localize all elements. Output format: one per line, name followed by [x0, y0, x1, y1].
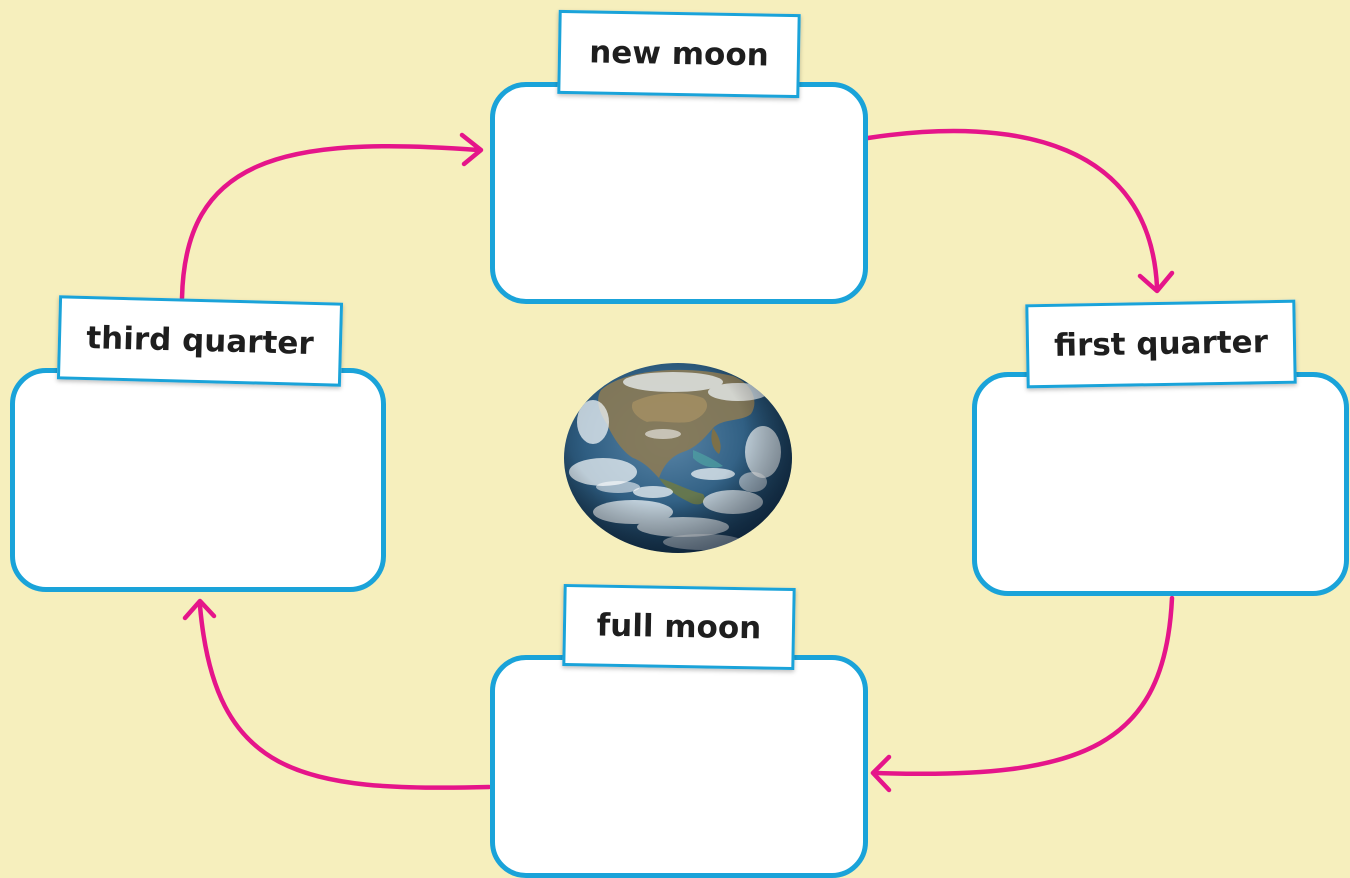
third-quarter-label: third quarter — [56, 295, 344, 387]
first-quarter-box — [972, 372, 1349, 596]
arrow-first-quarter-to-full — [874, 595, 1175, 777]
arrow-head-third-quarter — [182, 598, 217, 621]
earth-globe-image — [564, 363, 792, 553]
arrow-head-full-moon — [870, 754, 892, 793]
full-moon-label: full moon — [562, 583, 796, 671]
third-quarter-box — [10, 368, 386, 592]
arrow-head-new-moon — [459, 132, 484, 167]
arrow-full-to-third-quarter — [197, 603, 492, 790]
arrow-head-first-quarter — [1137, 270, 1175, 294]
full-moon-box — [490, 655, 868, 878]
new-moon-label: new moon — [557, 9, 801, 99]
first-quarter-label: first quarter — [1025, 299, 1297, 389]
new-moon-box — [490, 82, 868, 304]
arrow-third-quarter-to-new — [179, 143, 481, 301]
arrow-new-to-first-quarter — [865, 128, 1160, 290]
